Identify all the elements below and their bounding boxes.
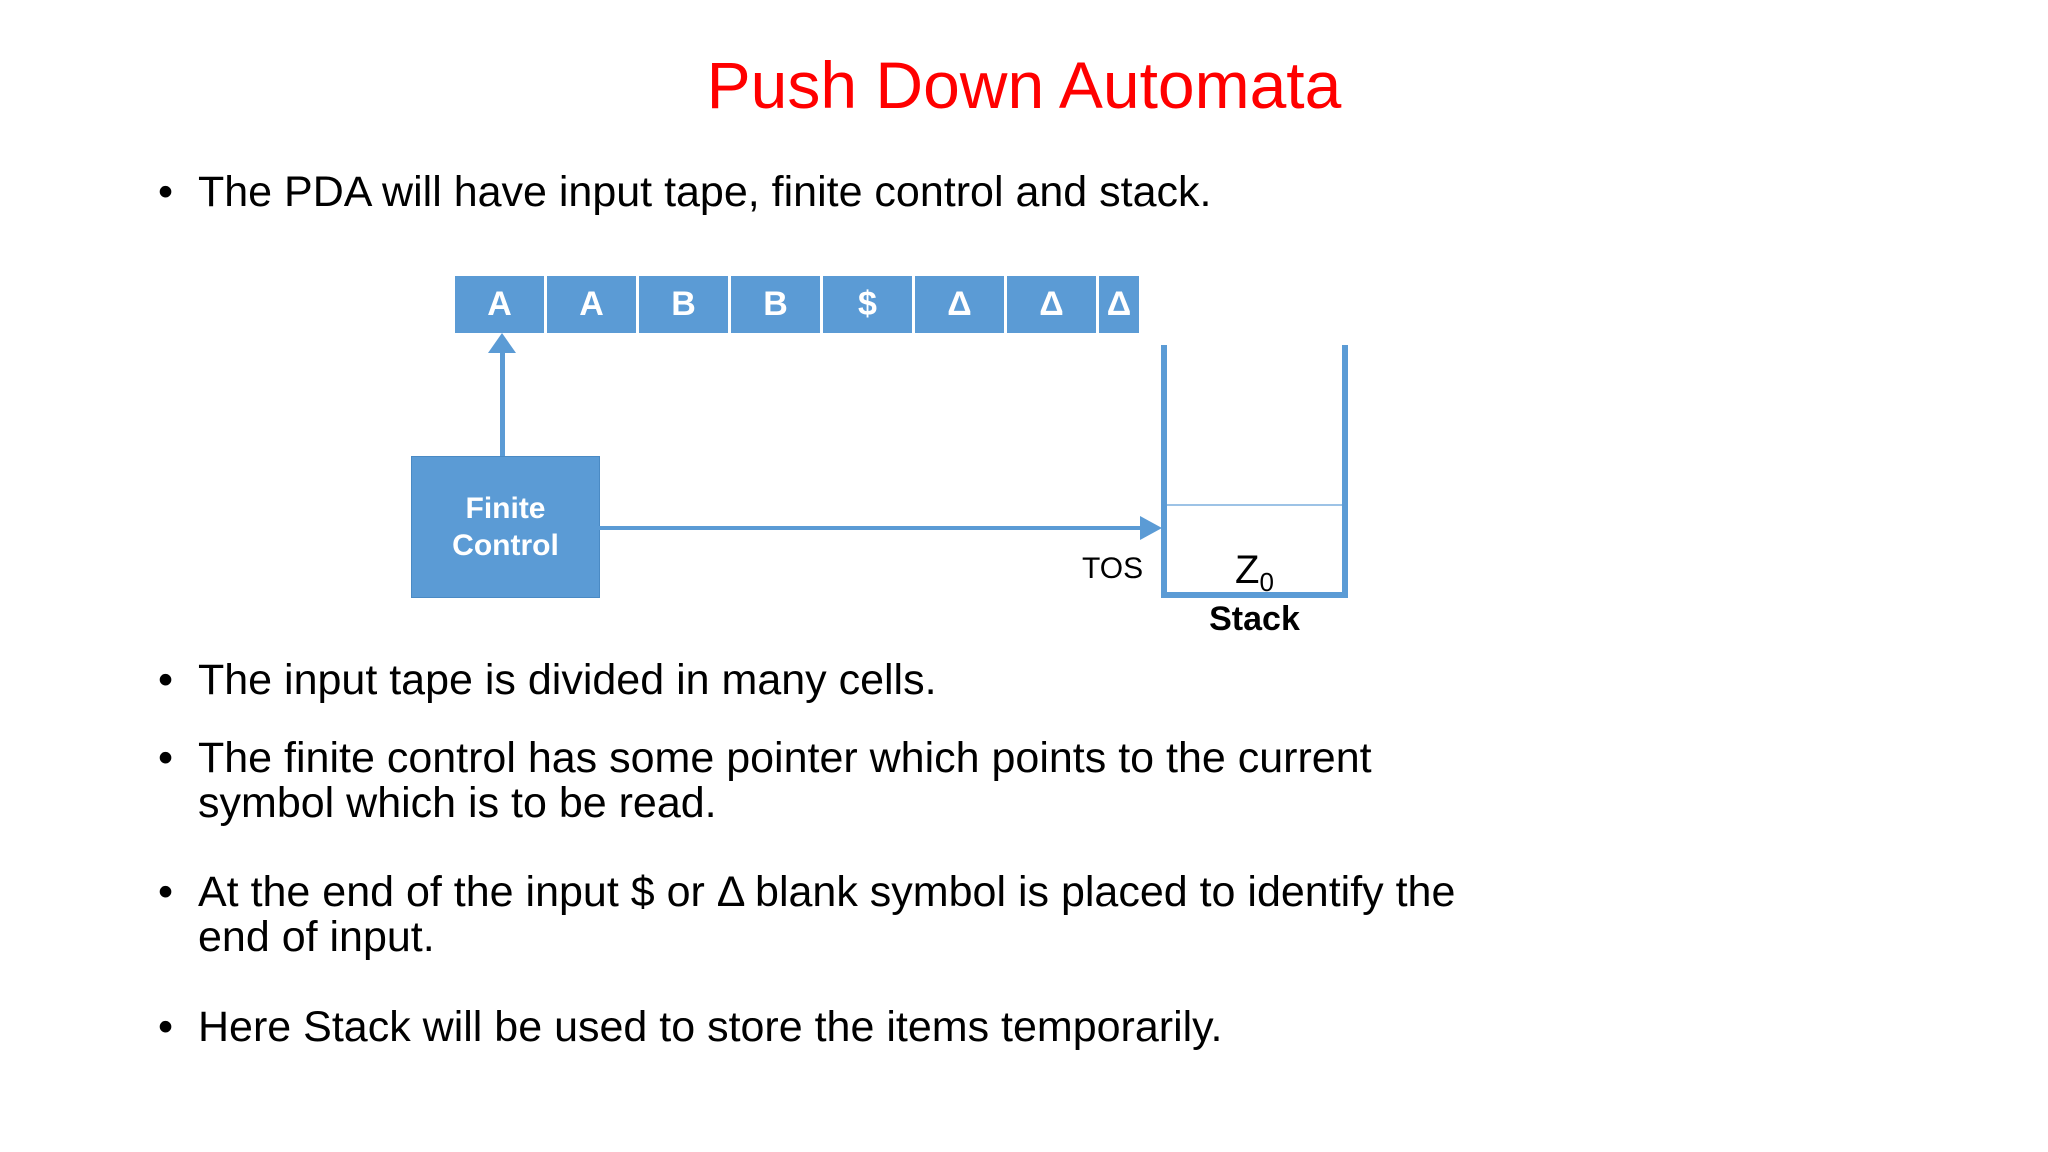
tos-label: TOS (1082, 552, 1144, 585)
bullet-text-4-continuation: end of input. (198, 912, 435, 961)
stack-bottom-wall (1161, 592, 1348, 598)
tape-cell: B (639, 276, 728, 333)
stack-access-line (599, 526, 1147, 530)
tape-cell: A (547, 276, 636, 333)
finite-control-label-line1: Finite (465, 491, 546, 525)
bullet-text-5: Here Stack will be used to store the ite… (198, 1003, 1223, 1051)
stack-right-wall (1342, 345, 1348, 598)
bullet-text-2: The input tape is divided in many cells. (198, 656, 937, 704)
tape-pointer-line (500, 348, 505, 458)
finite-control-label-line2: Control (452, 529, 559, 562)
tape-pointer-arrow-icon (488, 333, 516, 353)
stack-top-of-stack-divider (1167, 504, 1342, 506)
stack-bottom-symbol-base: Z (1235, 548, 1260, 592)
tape-cell: $ (823, 276, 912, 333)
bullet-text-1: The PDA will have input tape, finite con… (198, 168, 1212, 216)
bullet-item-4: At the end of the input $ or Δ blank sym… (158, 870, 1908, 959)
bullet-item-3: The finite control has some pointer whic… (158, 736, 1908, 825)
input-tape: A A B B $ Δ Δ Δ (455, 276, 1139, 333)
bullet-item-5: Here Stack will be used to store the ite… (158, 1005, 1658, 1050)
finite-control-box: Finite Control (411, 456, 600, 598)
bullet-text-3-continuation: symbol which is to be read. (198, 778, 717, 827)
tape-cell: Δ (915, 276, 1004, 333)
stack-bottom-symbol: Z0 (1161, 548, 1348, 595)
bullet-text-3: The finite control has some pointer whic… (198, 734, 1372, 782)
bullet-text-4: At the end of the input $ or Δ blank sym… (198, 868, 1456, 916)
stack-label: Stack (1209, 600, 1300, 638)
tape-cell: B (731, 276, 820, 333)
stack-access-arrow-icon (1140, 516, 1162, 540)
stack-left-wall (1161, 345, 1167, 598)
bullet-item-2: The input tape is divided in many cells. (158, 658, 1558, 703)
stack-bottom-symbol-subscript: 0 (1259, 567, 1274, 597)
tape-cell: Δ (1099, 276, 1139, 333)
page-title: Push Down Automata (706, 48, 1342, 122)
bullet-item-1: The PDA will have input tape, finite con… (158, 170, 1558, 215)
tape-cell: A (455, 276, 544, 333)
tape-cell: Δ (1007, 276, 1096, 333)
